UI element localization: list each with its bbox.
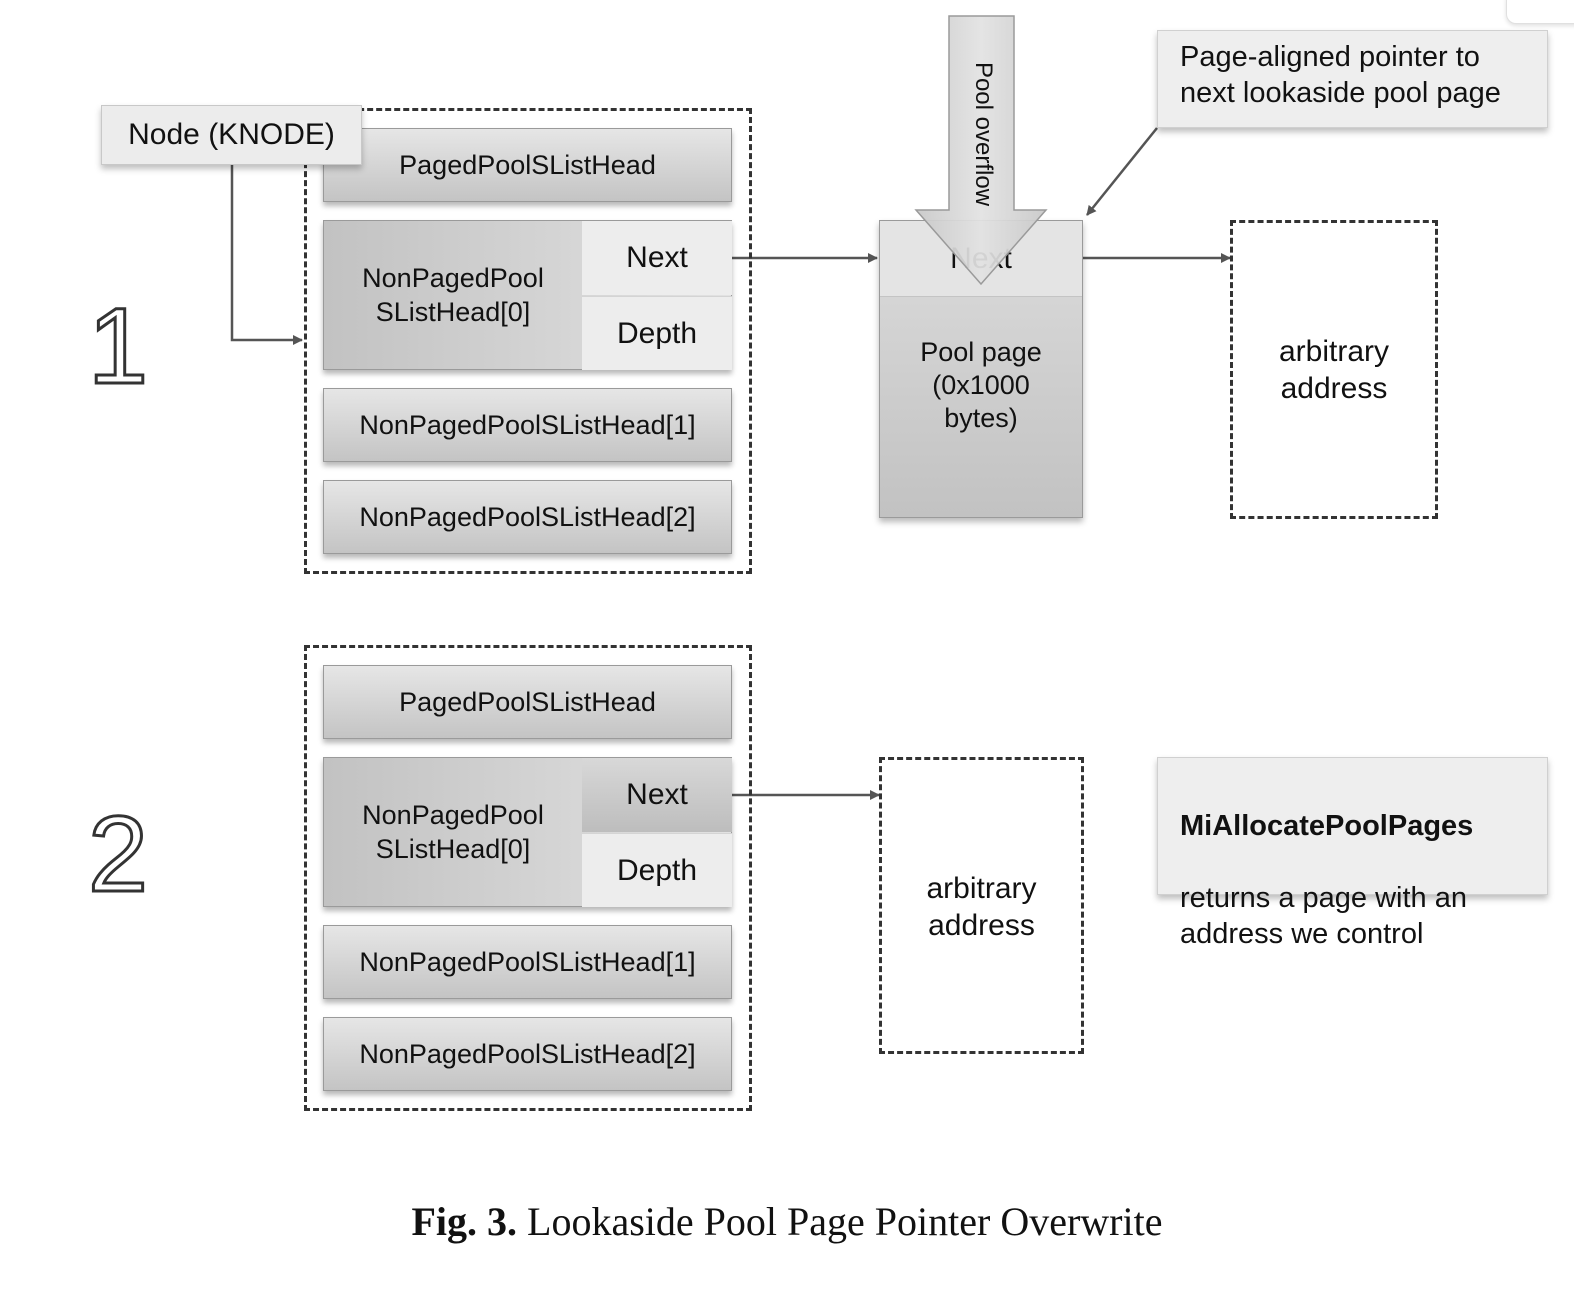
step1-arbitrary-address-box [1230, 220, 1438, 519]
step2-nonpaged-pool-slisthead-1: NonPagedPoolSListHead[1] [323, 925, 732, 999]
step-2-number: 2 [86, 793, 149, 914]
step1-lookaside-container [304, 108, 752, 574]
corner-panel-edge [1506, 0, 1574, 24]
step1-arbitrary-address-label: arbitrary address [1278, 335, 1390, 405]
step1-depth-field: Depth [582, 296, 732, 370]
page-aligned-pointer-note: Page-aligned pointer to next lookaside p… [1157, 30, 1548, 128]
knode-arrow [230, 165, 303, 345]
note-pointer-arrow [1086, 127, 1158, 216]
miallocatepoolpages-note: MiAllocatePoolPages returns a page with … [1157, 757, 1548, 950]
step2-nonpaged-pool-slisthead-2: NonPagedPoolSListHead[2] [323, 1017, 732, 1091]
step2-arbitrary-address-box [879, 757, 1084, 1054]
node-knode-label: Node (KNODE) [101, 105, 362, 165]
pool-overflow-label: Pool overflow [970, 61, 997, 207]
pool-overflow-arrow [914, 15, 1048, 286]
miallocatepoolpages-description: returns a page with an address we contro… [1180, 882, 1467, 950]
step1-next-field: Next [582, 221, 732, 295]
figure-number: Fig. 3. [411, 1199, 518, 1244]
step2-depth-field: Depth [582, 833, 732, 907]
miallocatepoolpages-name: MiAllocatePoolPages [1180, 810, 1474, 842]
step2-paged-pool-slisthead: PagedPoolSListHead [323, 665, 732, 739]
figure-title: Lookaside Pool Page Pointer Overwrite [527, 1199, 1163, 1244]
step1-paged-pool-slisthead: PagedPoolSListHead [323, 128, 732, 202]
step1-nonpaged-pool-slisthead-0: NonPagedPool SListHead[0] Next Depth [323, 220, 732, 370]
step1-nonpaged-pool-slisthead-1: NonPagedPoolSListHead[1] [323, 388, 732, 462]
step1-nonpaged-pool-slisthead-2: NonPagedPoolSListHead[2] [323, 480, 732, 554]
step-1-number: 1 [86, 285, 149, 406]
step1-nonpaged0-label: NonPagedPool SListHead[0] [362, 263, 544, 327]
step2-arbitrary-address-label: arbitrary address [926, 872, 1037, 942]
step2-nonpaged-pool-slisthead-0: NonPagedPool SListHead[0] Next Depth [323, 757, 732, 907]
step2-lookaside-container [304, 645, 752, 1111]
step2-nonpaged0-label: NonPagedPool SListHead[0] [362, 800, 544, 864]
figure-caption: Fig. 3. Lookaside Pool Page Pointer Over… [0, 1198, 1574, 1245]
pool-page-label: Pool page (0x1000 bytes) [920, 337, 1042, 433]
step2-next-field: Next [582, 758, 732, 832]
